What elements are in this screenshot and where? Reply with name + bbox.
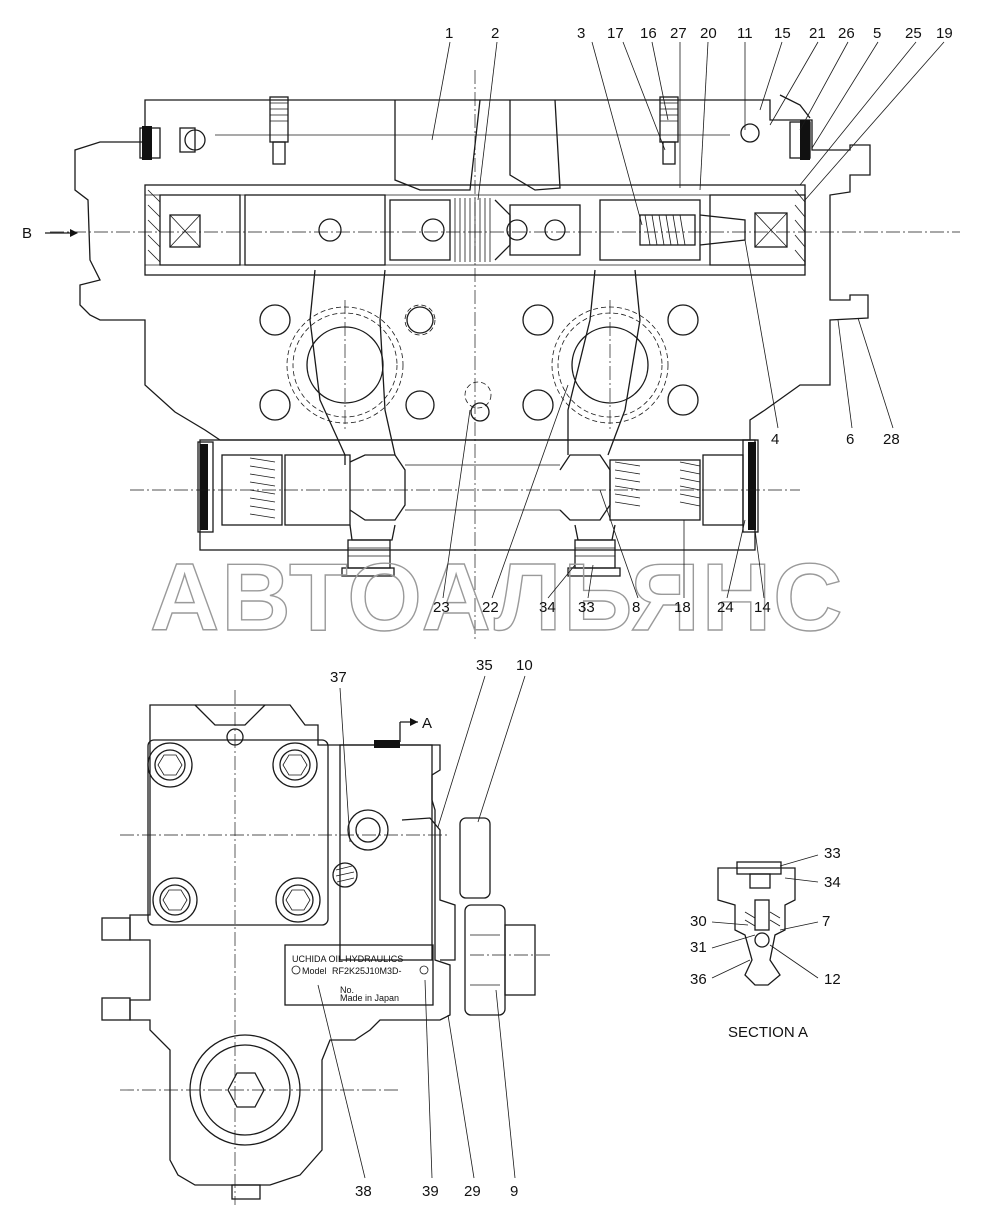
callout-22: 22 — [482, 599, 499, 616]
callout-2: 2 — [491, 25, 499, 42]
nameplate-made-in: Made in Japan — [340, 993, 399, 1003]
callout-section-30: 30 — [690, 913, 707, 930]
callout-9: 9 — [510, 1183, 518, 1200]
callout-34: 34 — [539, 599, 556, 616]
callout-20: 20 — [700, 25, 717, 42]
bolt-heads — [147, 742, 389, 923]
view-label-a: A — [422, 715, 432, 732]
callout-5: 5 — [873, 25, 881, 42]
callout-23: 23 — [433, 599, 450, 616]
callout-29: 29 — [464, 1183, 481, 1200]
callout-10: 10 — [516, 657, 533, 674]
callout-26: 26 — [838, 25, 855, 42]
callout-leaders — [317, 41, 945, 1179]
callout-17: 17 — [607, 25, 624, 42]
callout-15: 15 — [774, 25, 791, 42]
callout-8: 8 — [632, 599, 640, 616]
callout-35: 35 — [476, 657, 493, 674]
callout-1: 1 — [445, 25, 453, 42]
callout-section-31: 31 — [690, 939, 707, 956]
callout-25: 25 — [905, 25, 922, 42]
callout-4: 4 — [771, 431, 779, 448]
nameplate-no: No. — [340, 985, 354, 995]
callout-19: 19 — [936, 25, 953, 42]
callout-3: 3 — [577, 25, 585, 42]
callout-39: 39 — [422, 1183, 439, 1200]
watermark-text: АВТОАЛЬЯНС — [150, 544, 844, 651]
nameplate: UCHIDA OIL HYDRAULICS Model RF2K25J10M3D… — [284, 944, 434, 1006]
callout-6: 6 — [846, 431, 854, 448]
nameplate-model-prefix: Model — [302, 966, 327, 976]
callout-section-36: 36 — [690, 971, 707, 988]
view-label-b: B — [22, 225, 32, 242]
callout-28: 28 — [883, 431, 900, 448]
section-caption: SECTION A — [728, 1024, 808, 1041]
section-a-view: SECTION A — [717, 861, 808, 1041]
callout-27: 27 — [670, 25, 687, 42]
callout-section-34: 34 — [824, 874, 841, 891]
callout-18: 18 — [674, 599, 691, 616]
callout-21: 21 — [809, 25, 826, 42]
callout-16: 16 — [640, 25, 657, 42]
side-view: UCHIDA OIL HYDRAULICS Model RF2K25J10M3D… — [101, 690, 550, 1205]
callout-section-33: 33 — [824, 845, 841, 862]
callout-section-7: 7 — [822, 913, 830, 930]
callout-38: 38 — [355, 1183, 372, 1200]
top-sectional-view: B — [22, 70, 960, 640]
nameplate-maker: UCHIDA OIL HYDRAULICS — [292, 954, 403, 964]
callout-section-12: 12 — [824, 971, 841, 988]
callout-24: 24 — [717, 599, 734, 616]
callout-11: 11 — [737, 25, 753, 42]
nameplate-model: RF2K25J10M3D- — [332, 966, 402, 976]
callout-33: 33 — [578, 599, 595, 616]
callout-37: 37 — [330, 669, 347, 686]
callout-labels: 1 2 3 17 16 27 20 11 15 21 26 5 25 19 4 … — [330, 25, 953, 1200]
callout-14: 14 — [754, 599, 771, 616]
